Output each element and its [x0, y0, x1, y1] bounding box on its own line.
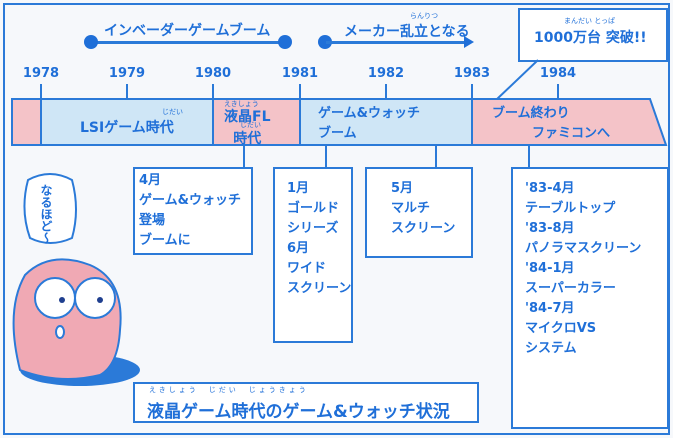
- year-label: 1980: [194, 66, 232, 81]
- sales-callout-ruby: まんだい とっぱ: [564, 17, 616, 25]
- event-entry: 5月: [391, 181, 414, 196]
- era-fl-ruby2: じだい: [240, 121, 261, 129]
- event-entry: スクリーン: [391, 221, 456, 236]
- year-label: 1983: [453, 66, 491, 81]
- era-gw-line2: ブーム: [318, 126, 357, 141]
- caption-box: えきしょう じだい じょうきょう 液晶ゲーム時代のゲーム&ウォッチ状況: [133, 382, 479, 423]
- mouth: [55, 325, 65, 339]
- event-entry: '84-7月: [525, 301, 575, 316]
- sales-callout-box: まんだい とっぱ 1000万台 突破!!: [518, 8, 668, 62]
- event-entry: '83-4月: [525, 181, 575, 196]
- event-entry: ゲーム&ウォッチ: [139, 193, 241, 208]
- maker-rush-ruby: らんりつ: [410, 12, 439, 20]
- year-label: 1979: [108, 66, 146, 81]
- era-famicom-line1: ブーム終わり: [492, 106, 570, 121]
- era-gw-line1: ゲーム&ウォッチ: [318, 106, 420, 121]
- event-entry: 登場: [139, 213, 166, 228]
- invader-boom-bar: [92, 41, 284, 44]
- era-famicom-line2: ファミコンへ: [532, 126, 611, 141]
- event-entry: '84-1月: [525, 261, 575, 276]
- era-famicom-label: ブーム終わり ファミコンへ: [492, 104, 610, 144]
- event-entry: ワイド: [287, 261, 327, 276]
- year-label: 1984: [539, 66, 577, 81]
- era-fl-line2: 時代: [233, 131, 262, 147]
- year-label: 1978: [22, 66, 60, 81]
- era-fl: [212, 98, 301, 146]
- event-box-1981: 1月ゴールドシリーズ 6月ワイドスクリーン: [273, 167, 353, 343]
- event-entry: 4月: [139, 173, 162, 188]
- era-fl-label: 液晶FL 時代: [224, 106, 270, 150]
- maker-rush-arrow: [326, 41, 466, 44]
- era-famicom: [471, 98, 668, 146]
- character-illustration: [12, 173, 140, 386]
- event-entry: ブームに: [139, 233, 191, 248]
- era-lsi-ruby: じだい: [162, 108, 183, 116]
- era-fl-ruby1: えきしょう: [224, 100, 259, 108]
- right-eye-icon: [74, 277, 116, 319]
- event-entry: 6月: [287, 241, 310, 256]
- outer-frame: [3, 3, 670, 435]
- year-label: 1982: [367, 66, 405, 81]
- era-pre-1978: [11, 98, 42, 146]
- speech-bubble-text: なるほど～: [39, 184, 53, 244]
- era-gw-label: ゲーム&ウォッチ ブーム: [318, 104, 420, 144]
- era-lsi-label: LSIゲーム時代: [80, 120, 174, 136]
- sales-callout-text: 1000万台 突破!!: [534, 30, 647, 46]
- event-box-1982: 5月マルチスクリーン: [365, 167, 473, 258]
- blob-body: [12, 258, 122, 380]
- era-fl-line1: 液晶FL: [224, 109, 271, 125]
- start-dot-icon: [318, 35, 332, 49]
- speech-bubble: [23, 173, 77, 244]
- event-entry: ゴールド: [287, 201, 340, 216]
- end-dot-icon: [278, 35, 292, 49]
- event-entry: マルチ: [391, 201, 431, 216]
- caption-ruby: えきしょう じだい じょうきょう: [149, 386, 309, 394]
- event-box-1983-84: '83-4月テーブルトップ '83-8月パノラマスクリーン '84-1月スーパーカラ…: [511, 167, 669, 429]
- event-entry: システム: [525, 341, 577, 356]
- event-entry: 1月: [287, 181, 310, 196]
- event-box-1980: 4月ゲーム&ウォッチ登場ブームに: [133, 167, 253, 255]
- event-entry: スクリーン: [287, 281, 352, 296]
- left-eye-icon: [34, 277, 76, 319]
- arrow-head-icon: [464, 36, 474, 48]
- event-entry: スーパーカラー: [525, 281, 616, 296]
- start-dot-icon: [84, 35, 98, 49]
- event-entry: '83-8月: [525, 221, 575, 236]
- maker-rush-label: メーカー乱立となる: [344, 24, 470, 40]
- year-label: 1981: [281, 66, 319, 81]
- caption-text: 液晶ゲーム時代のゲーム&ウォッチ状況: [147, 402, 450, 422]
- event-entry: マイクロVS: [525, 321, 597, 336]
- event-entry: パノラマスクリーン: [525, 241, 642, 256]
- invader-boom-label: インベーダーゲームブーム: [104, 23, 271, 39]
- event-entry: シリーズ: [287, 221, 339, 236]
- event-entry: テーブルトップ: [525, 201, 616, 216]
